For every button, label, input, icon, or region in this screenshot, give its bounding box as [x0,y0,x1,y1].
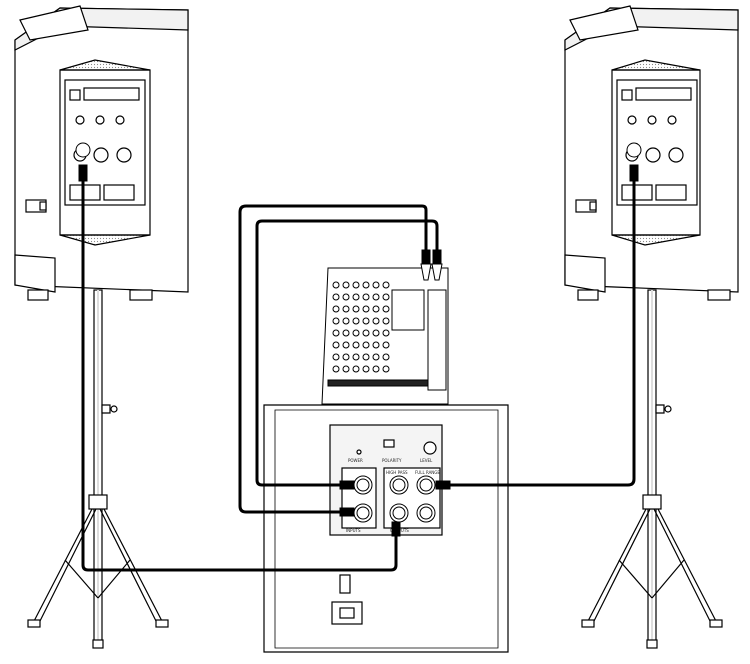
knob-icon [362,365,370,373]
power-label: POWER [348,458,363,463]
cable-mixer-to-sub-input-1 [238,204,428,514]
cables [81,170,636,572]
knob-icon [362,317,370,325]
subwoofer-connectors [353,475,436,523]
knob-icon [352,341,360,349]
knob-icon [342,293,350,301]
knob-icon [362,341,370,349]
cable-sub-to-right-speaker [436,170,636,487]
knob-icon [342,329,350,337]
knob-icon [372,317,380,325]
knob-icon [382,317,390,325]
knob-icon [362,329,370,337]
knob-icon [362,293,370,301]
knob-icon [362,305,370,313]
knob-icon [382,353,390,361]
knob-icon [372,329,380,337]
knob-icon [372,281,380,289]
knob-icon [372,365,380,373]
knob-icon [352,305,360,313]
knob-icon [332,341,340,349]
knob-icon [352,281,360,289]
knob-icon [362,281,370,289]
level-label: LEVEL [420,458,433,463]
cable-sub-to-left-speaker [81,170,398,572]
knob-icon [362,353,370,361]
knob-icon [352,353,360,361]
polarity-label: POLARITY [382,458,402,463]
knob-icon [342,365,350,373]
knob-icon [372,293,380,301]
knob-icon [342,341,350,349]
knob-icon [332,305,340,313]
knob-icon [352,317,360,325]
knob-icon [332,353,340,361]
knob-icon [342,281,350,289]
knob-icon [372,305,380,313]
knob-icon [332,281,340,289]
knob-icon [352,293,360,301]
knob-icon [342,353,350,361]
knob-icon [332,329,340,337]
knob-icon [352,329,360,337]
right-speaker [564,5,739,301]
knob-icon [372,353,380,361]
knob-icon [342,317,350,325]
knob-icon [382,329,390,337]
knob-icon [382,293,390,301]
full-range-label: FULL RANGE [415,470,440,475]
subwoofer [263,404,509,653]
knob-icon [342,305,350,313]
left-speaker-stand [27,289,169,649]
knob-icon [382,365,390,373]
left-speaker [14,5,189,301]
knob-icon [372,341,380,349]
high-pass-label: HIGH PASS [386,470,408,475]
mixer [321,267,449,405]
inputs-label: INPUTS [346,528,361,533]
knob-icon [382,305,390,313]
knob-icon [332,365,340,373]
cable-mixer-to-sub-input-2 [255,219,439,487]
knob-icon [382,281,390,289]
right-speaker-stand [581,289,723,649]
cable-plugs [75,142,642,537]
knob-icon [352,365,360,373]
knob-icon [332,293,340,301]
knob-icon [382,341,390,349]
knob-icon [332,317,340,325]
